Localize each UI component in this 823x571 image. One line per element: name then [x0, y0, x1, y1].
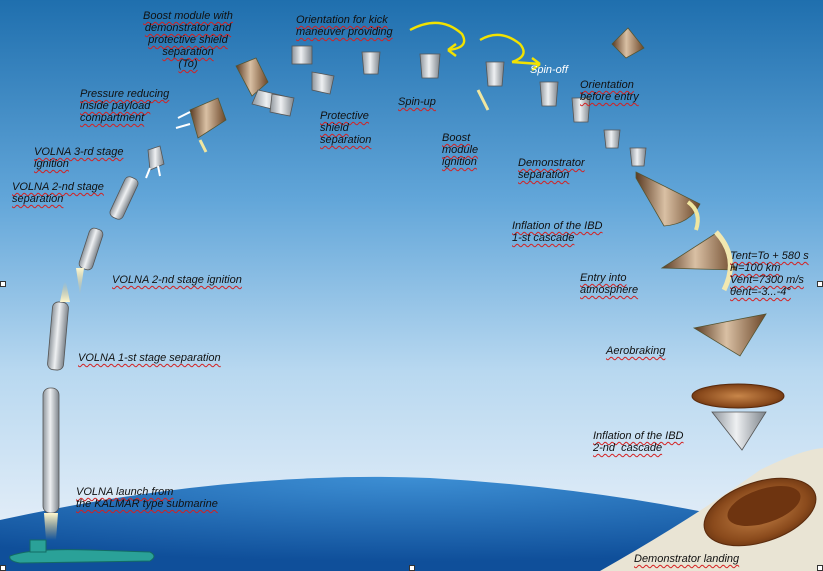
- volna-3rd-stage: [145, 145, 165, 179]
- payload-compartment: [175, 97, 227, 153]
- resize-handle-right[interactable]: [817, 281, 823, 287]
- label-aerobraking: Aerobraking: [606, 345, 666, 357]
- demonstrator-landing-vehicle: [703, 477, 817, 547]
- label-volna-1st-separation: VOLNA 1-st stage separation: [78, 352, 221, 364]
- volna-rocket-2nd-separation: [109, 176, 139, 220]
- label-volna-3rd-ignition: VOLNA 3-rd stage ignition: [34, 146, 124, 170]
- label-protective-shield-separation: Protective shield separation: [320, 110, 372, 146]
- label-ibd-1st-cascade: Inflation of the IBD 1-st cascade: [512, 220, 603, 244]
- protective-shield: [269, 45, 335, 117]
- label-demonstrator-landing: Demonstrator landing: [634, 553, 740, 565]
- aerobraking-vehicle: [692, 313, 767, 357]
- earth-horizon: [0, 476, 823, 571]
- label-orientation-before-entry: Orientation before entry: [580, 79, 639, 103]
- label-boost-ignition: Boost module ignition: [442, 132, 479, 168]
- volna-rocket-launch: [42, 387, 60, 540]
- label-volna-launch: VOLNA launch from the KALMAR type submar…: [76, 486, 218, 510]
- resize-handle-left[interactable]: [0, 281, 6, 287]
- label-ibd-2nd-cascade: Inflation of the IBD 2-nd cascade: [593, 430, 684, 454]
- label-spin-up: Spin-up: [398, 96, 436, 108]
- label-orientation-kick: Orientation for kick maneuver providing: [296, 14, 393, 38]
- spacecraft-orientation: [361, 27, 647, 167]
- label-boost-separation: Boost module with demonstrator and prote…: [143, 10, 233, 70]
- spin-arrows: [409, 21, 541, 71]
- label-demonstrator-separation: Demonstrator separation: [518, 157, 585, 181]
- label-volna-2nd-ignition: VOLNA 2-nd stage ignition: [112, 274, 242, 286]
- label-volna-2nd-separation: VOLNA 2-nd stage separation: [12, 181, 104, 205]
- ibd-1st-cascade: [635, 171, 701, 231]
- label-spin-off: Spin-off: [530, 64, 568, 76]
- label-entry-atmosphere: Entry into atmosphere: [580, 272, 639, 296]
- label-entry-parameters: Tent=To + 580 s H=100 km Vent=7300 m/s θ…: [730, 250, 809, 298]
- submarine: [9, 539, 155, 564]
- resize-handle-bottom[interactable]: [409, 565, 415, 571]
- resize-handle-bottom-left[interactable]: [0, 565, 6, 571]
- label-pressure-reducing: Pressure reducing inside payload compart…: [80, 88, 170, 124]
- ibd-2nd-cascade: [691, 383, 785, 451]
- volna-rocket-1st-separation: [47, 282, 70, 371]
- entry-atmosphere-vehicle: [660, 230, 737, 292]
- resize-handle-bottom-right[interactable]: [817, 565, 823, 571]
- volna-rocket-2nd-ignition: [76, 227, 104, 295]
